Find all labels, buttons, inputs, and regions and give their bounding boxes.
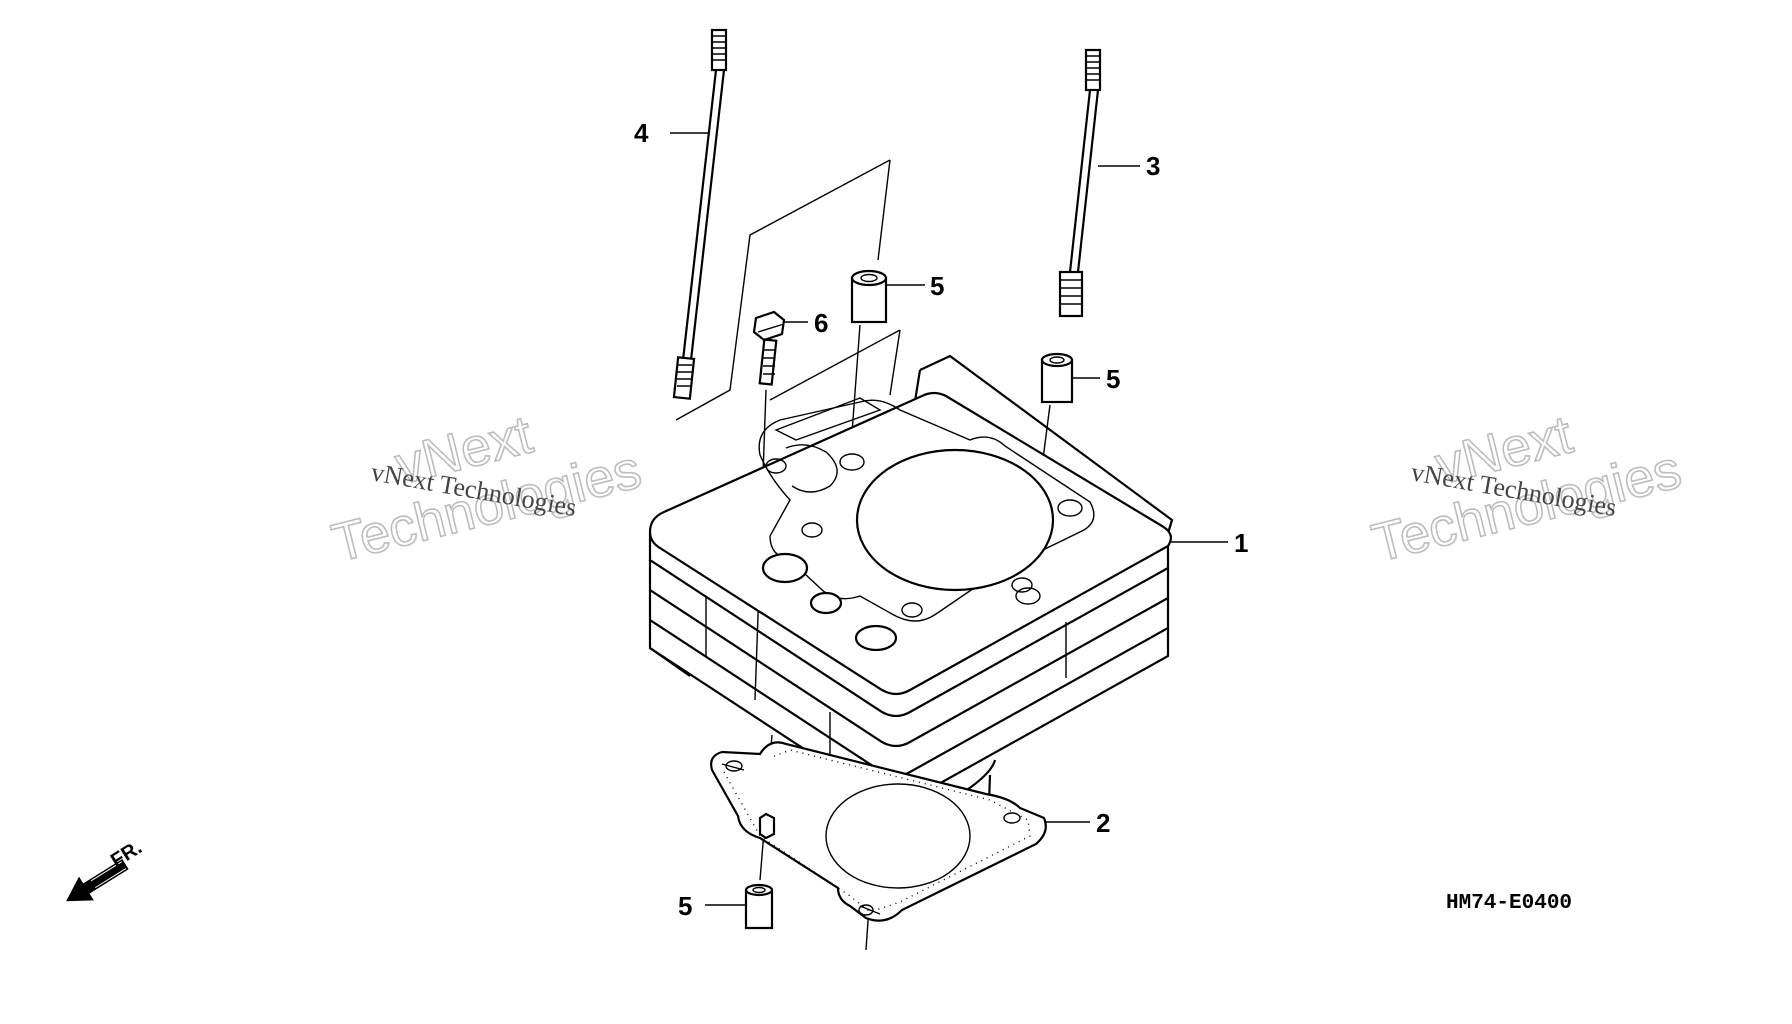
diagram-code: HM74-E0400 [1446,892,1572,915]
explode-bracket-right [769,159,901,401]
dowel-pin-right [1040,352,1074,404]
flange-bolt [752,310,786,386]
callout-5-right: 5 [1106,364,1120,394]
callout-5-bottom: 5 [678,891,692,921]
stud-bolt-right [1058,48,1102,318]
front-arrow-icon [66,859,129,902]
callout-4: 4 [634,118,649,148]
cylinder-block [648,354,1174,861]
callout-3: 3 [1146,151,1160,181]
callout-1: 1 [1234,528,1248,558]
explode-bracket-left [675,159,891,421]
callout-5-top: 5 [930,271,944,301]
dowel-pin-bottom [744,883,774,930]
callout-6: 6 [814,308,828,338]
callout-2: 2 [1096,808,1110,838]
dowel-pin-top [850,269,888,324]
stud-bolt-left [672,28,728,400]
base-gasket [710,741,1047,922]
